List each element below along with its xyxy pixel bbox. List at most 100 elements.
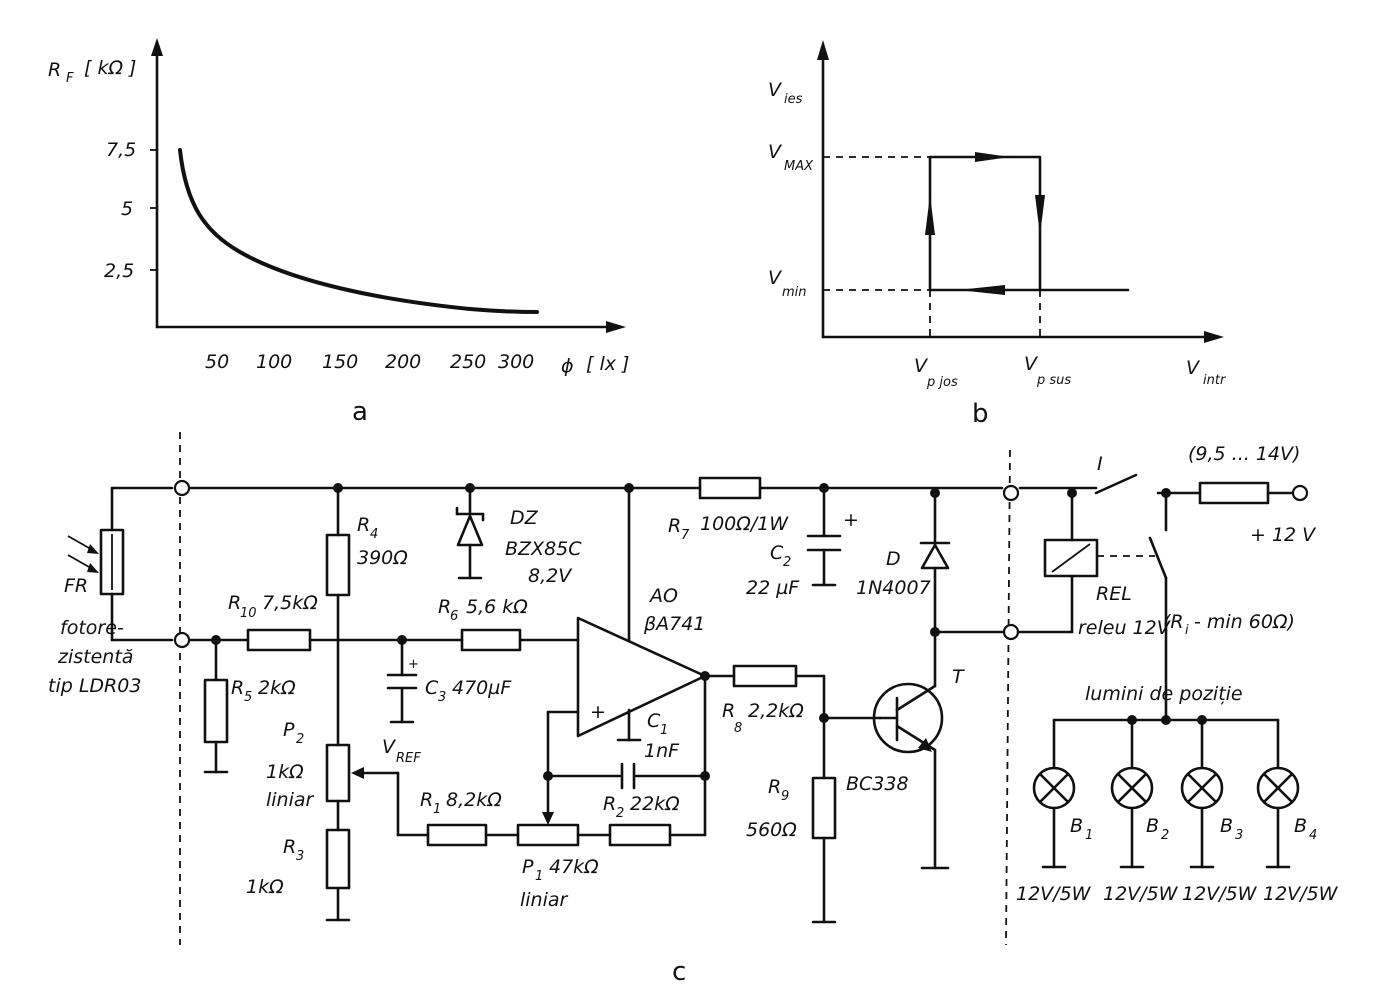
r10-sub: 10 <box>240 606 257 621</box>
panel-c-schematic: FR fotore- zistentă tip LDR03 R 10 7,5kΩ… <box>48 432 1339 987</box>
terminal-fr-bottom <box>173 631 191 649</box>
resistor-r6 <box>460 628 522 652</box>
panel-a-x-tick-1: 50 <box>205 351 229 373</box>
panel-b-hysteresis-loop <box>928 155 1130 292</box>
c3-sub: 3 <box>438 690 446 705</box>
panel-a-x-arrow <box>606 321 626 333</box>
svg-text:+: + <box>590 701 606 723</box>
r9-value: 560Ω <box>746 819 797 841</box>
p1-label: P <box>522 856 534 878</box>
r10-value: 7,5kΩ <box>262 592 318 614</box>
r4-value: 390Ω <box>357 547 408 569</box>
fr-label: FR <box>64 575 88 597</box>
r5-value: 2kΩ <box>258 677 296 699</box>
fr-desc-line2: zistentă <box>57 646 133 668</box>
c2-sub: 2 <box>783 555 791 570</box>
panel-b-vmin-sub: min <box>782 285 807 300</box>
panel-b-y-arrow <box>817 40 829 60</box>
panel-b-vies-label: V <box>768 79 783 101</box>
panel-b-vmax-sub: MAX <box>784 159 814 174</box>
transistor-t <box>872 630 950 870</box>
lamp-b1 <box>1032 718 1076 869</box>
rel-spec-value: - min 60Ω) <box>1194 611 1295 633</box>
panel-b-vies-sub: ies <box>784 92 803 107</box>
ao-type: βA741 <box>643 613 705 635</box>
c1-value: 1nF <box>644 740 680 762</box>
p1-sub: 1 <box>535 869 543 884</box>
d-label: D <box>886 548 901 570</box>
relay-contact <box>1148 536 1168 580</box>
rel-desc: releu 12V <box>1078 617 1172 639</box>
lamp-b4-label: B <box>1294 815 1307 837</box>
panel-a-graph: 7,5 5 2,5 50 100 150 200 250 300 R F [ k… <box>48 38 629 427</box>
supply-range: (9,5 ... 14V) <box>1188 443 1300 465</box>
c2-value: 22 µF <box>746 577 800 599</box>
resistor-r5 <box>203 678 229 744</box>
panel-b-arrow-right <box>975 152 1010 162</box>
panel-a-y-unit: [ kΩ ] <box>84 57 136 79</box>
panel-a-x-tick-4: 200 <box>385 351 421 373</box>
r4-sub: 4 <box>370 527 378 542</box>
r5-label: R <box>231 677 244 699</box>
p1-type: liniar <box>520 889 569 911</box>
panel-a-x-tick-6: 300 <box>498 351 534 373</box>
r3-value: 1kΩ <box>246 876 284 898</box>
r7-label: R <box>668 515 681 537</box>
panel-b-vjos-label: V <box>914 355 929 377</box>
p1-value: 47kΩ <box>549 856 599 878</box>
zener-dz <box>455 483 485 580</box>
r8-value: 2,2kΩ <box>748 700 804 722</box>
panel-b-vintr-sub: intr <box>1203 373 1227 388</box>
vref-sub: REF <box>396 751 421 766</box>
switch-label: I <box>1097 453 1103 475</box>
lamp-b3-sub: 3 <box>1235 828 1243 843</box>
panel-a-y-tick-2: 5 <box>121 198 133 220</box>
panel-c-caption: c <box>672 957 686 987</box>
resistor-r7 <box>698 476 762 500</box>
panel-b-arrow-down <box>1035 195 1045 235</box>
fuse <box>1198 481 1270 505</box>
resistor-r8 <box>732 664 798 688</box>
r1-sub: 1 <box>433 802 441 817</box>
r1-label: R <box>420 789 433 811</box>
terminal-fr-top <box>173 479 191 497</box>
p2-value: 1kΩ <box>266 761 304 783</box>
panel-b-vsus-label: V <box>1024 353 1039 375</box>
r3-label: R <box>283 836 296 858</box>
r1-value: 8,2kΩ <box>446 789 502 811</box>
t-label: T <box>952 666 965 688</box>
panel-b-vmin-label: V <box>768 267 783 289</box>
rel-spec: (R <box>1163 611 1184 633</box>
lamp-b2-rating: 12V/5W <box>1103 883 1179 905</box>
svg-text:+: + <box>408 657 419 672</box>
lamp-b3-label: B <box>1220 815 1233 837</box>
panel-b-vintr-label: V <box>1186 357 1201 379</box>
panel-b-arrow-up <box>925 195 935 235</box>
panel-a-x-label: ϕ <box>561 355 574 377</box>
panel-a-y-tick-3: 2,5 <box>104 260 134 282</box>
lamp-b2 <box>1110 718 1154 869</box>
lamp-b1-rating: 12V/5W <box>1016 883 1092 905</box>
lamp-b3 <box>1180 718 1224 869</box>
ao-label: AO <box>648 585 678 607</box>
terminal-relay-top <box>1002 484 1020 502</box>
lamp-b2-label: B <box>1146 815 1159 837</box>
r2-value: 22kΩ <box>630 793 680 815</box>
terminal-relay-bottom <box>1002 623 1020 641</box>
c3-label: C <box>425 677 439 699</box>
r8-label: R <box>722 700 735 722</box>
panel-a-y-label: R <box>48 59 61 81</box>
fr-desc-line1: fotore- <box>60 617 124 639</box>
lamp-b4-rating: 12V/5W <box>1263 883 1339 905</box>
p1-wiper-arrow <box>542 812 554 825</box>
panel-a-caption: a <box>352 397 368 427</box>
resistor-r1 <box>426 823 488 847</box>
r8-sub: 8 <box>734 721 742 736</box>
lamp-b4 <box>1256 718 1300 869</box>
c1-label: C <box>647 710 661 732</box>
r6-value: 5,6 kΩ <box>466 596 528 618</box>
potentiometer-p2 <box>325 743 351 803</box>
p2-sub: 2 <box>296 732 304 747</box>
dz-type: BZX85C <box>505 538 582 560</box>
panel-b-graph: V ies V MAX V min V p jos V p sus V intr… <box>768 40 1227 429</box>
